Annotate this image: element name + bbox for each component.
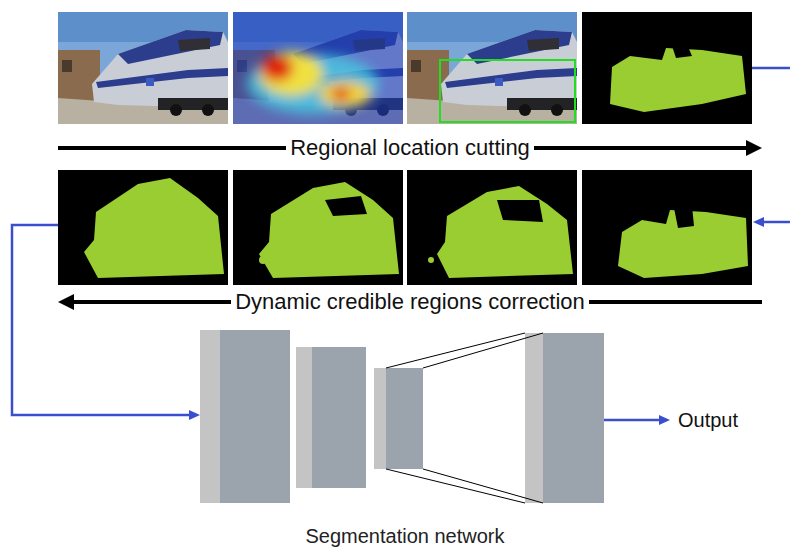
illustration-part <box>407 12 577 124</box>
box-photo <box>407 12 577 124</box>
illustration-part <box>12 225 192 415</box>
band-arrow <box>58 140 762 310</box>
flow-line <box>12 68 790 420</box>
mask-image <box>582 170 752 285</box>
illustration-part <box>233 12 403 124</box>
illustration-part <box>332 87 350 101</box>
illustration-part <box>753 217 764 227</box>
illustration-part <box>233 12 403 124</box>
illustration-part <box>200 330 220 503</box>
illustration-part <box>261 55 293 81</box>
illustration-part <box>58 294 74 310</box>
band-label: Regional location cutting <box>286 135 534 160</box>
illustration-part <box>259 256 267 264</box>
illustration-part <box>672 42 692 58</box>
illustration-part <box>92 256 100 264</box>
mask-image <box>582 12 752 124</box>
illustration-part <box>386 368 423 469</box>
illustration-part <box>319 81 371 107</box>
illustration-part <box>386 333 543 503</box>
illustration-part <box>189 410 200 420</box>
illustration-part <box>84 178 224 278</box>
illustration-part <box>325 196 367 216</box>
illustration-part <box>247 52 379 114</box>
illustration-part <box>58 170 228 285</box>
illustration-part <box>582 170 752 285</box>
illustration-part <box>543 333 604 503</box>
illustration-part <box>296 347 312 488</box>
illustration-part <box>440 60 575 122</box>
illustration-part <box>407 12 577 124</box>
network-node: Segmentation network <box>195 322 615 548</box>
illustration-part <box>233 170 403 285</box>
illustration-part <box>752 67 790 70</box>
illustration-part <box>407 170 577 285</box>
output-label: Output <box>674 409 742 432</box>
illustration-part <box>659 415 670 425</box>
illustration-part <box>220 330 290 503</box>
network-blocks <box>200 330 604 503</box>
illustration-part <box>374 368 386 469</box>
illustration-part <box>259 52 323 96</box>
illustration-part <box>386 469 525 503</box>
illustration-part <box>423 333 543 368</box>
illustration-part <box>674 206 694 228</box>
illustration-part <box>386 333 525 368</box>
illustration-part <box>437 186 573 278</box>
network-title: Segmentation network <box>301 525 508 548</box>
illustration-part <box>746 140 762 156</box>
illustration-part <box>428 257 434 263</box>
heatmap-photo <box>233 12 403 124</box>
illustration-part <box>423 469 543 503</box>
illustration-part <box>58 12 228 124</box>
illustration-part <box>497 200 543 222</box>
illustration-part <box>525 333 543 503</box>
illustration-part <box>604 419 662 422</box>
illustration-part <box>762 221 790 224</box>
mask-image <box>233 170 403 285</box>
illustration-part <box>312 347 366 488</box>
illustration-part <box>58 12 228 124</box>
mask-image <box>407 170 577 285</box>
illustration-part <box>233 12 403 124</box>
train-photo <box>58 12 228 124</box>
mask-image <box>58 170 228 285</box>
illustration-part <box>259 182 399 278</box>
illustration-part <box>582 12 752 124</box>
band-label: Dynamic credible regions correction <box>231 289 589 314</box>
